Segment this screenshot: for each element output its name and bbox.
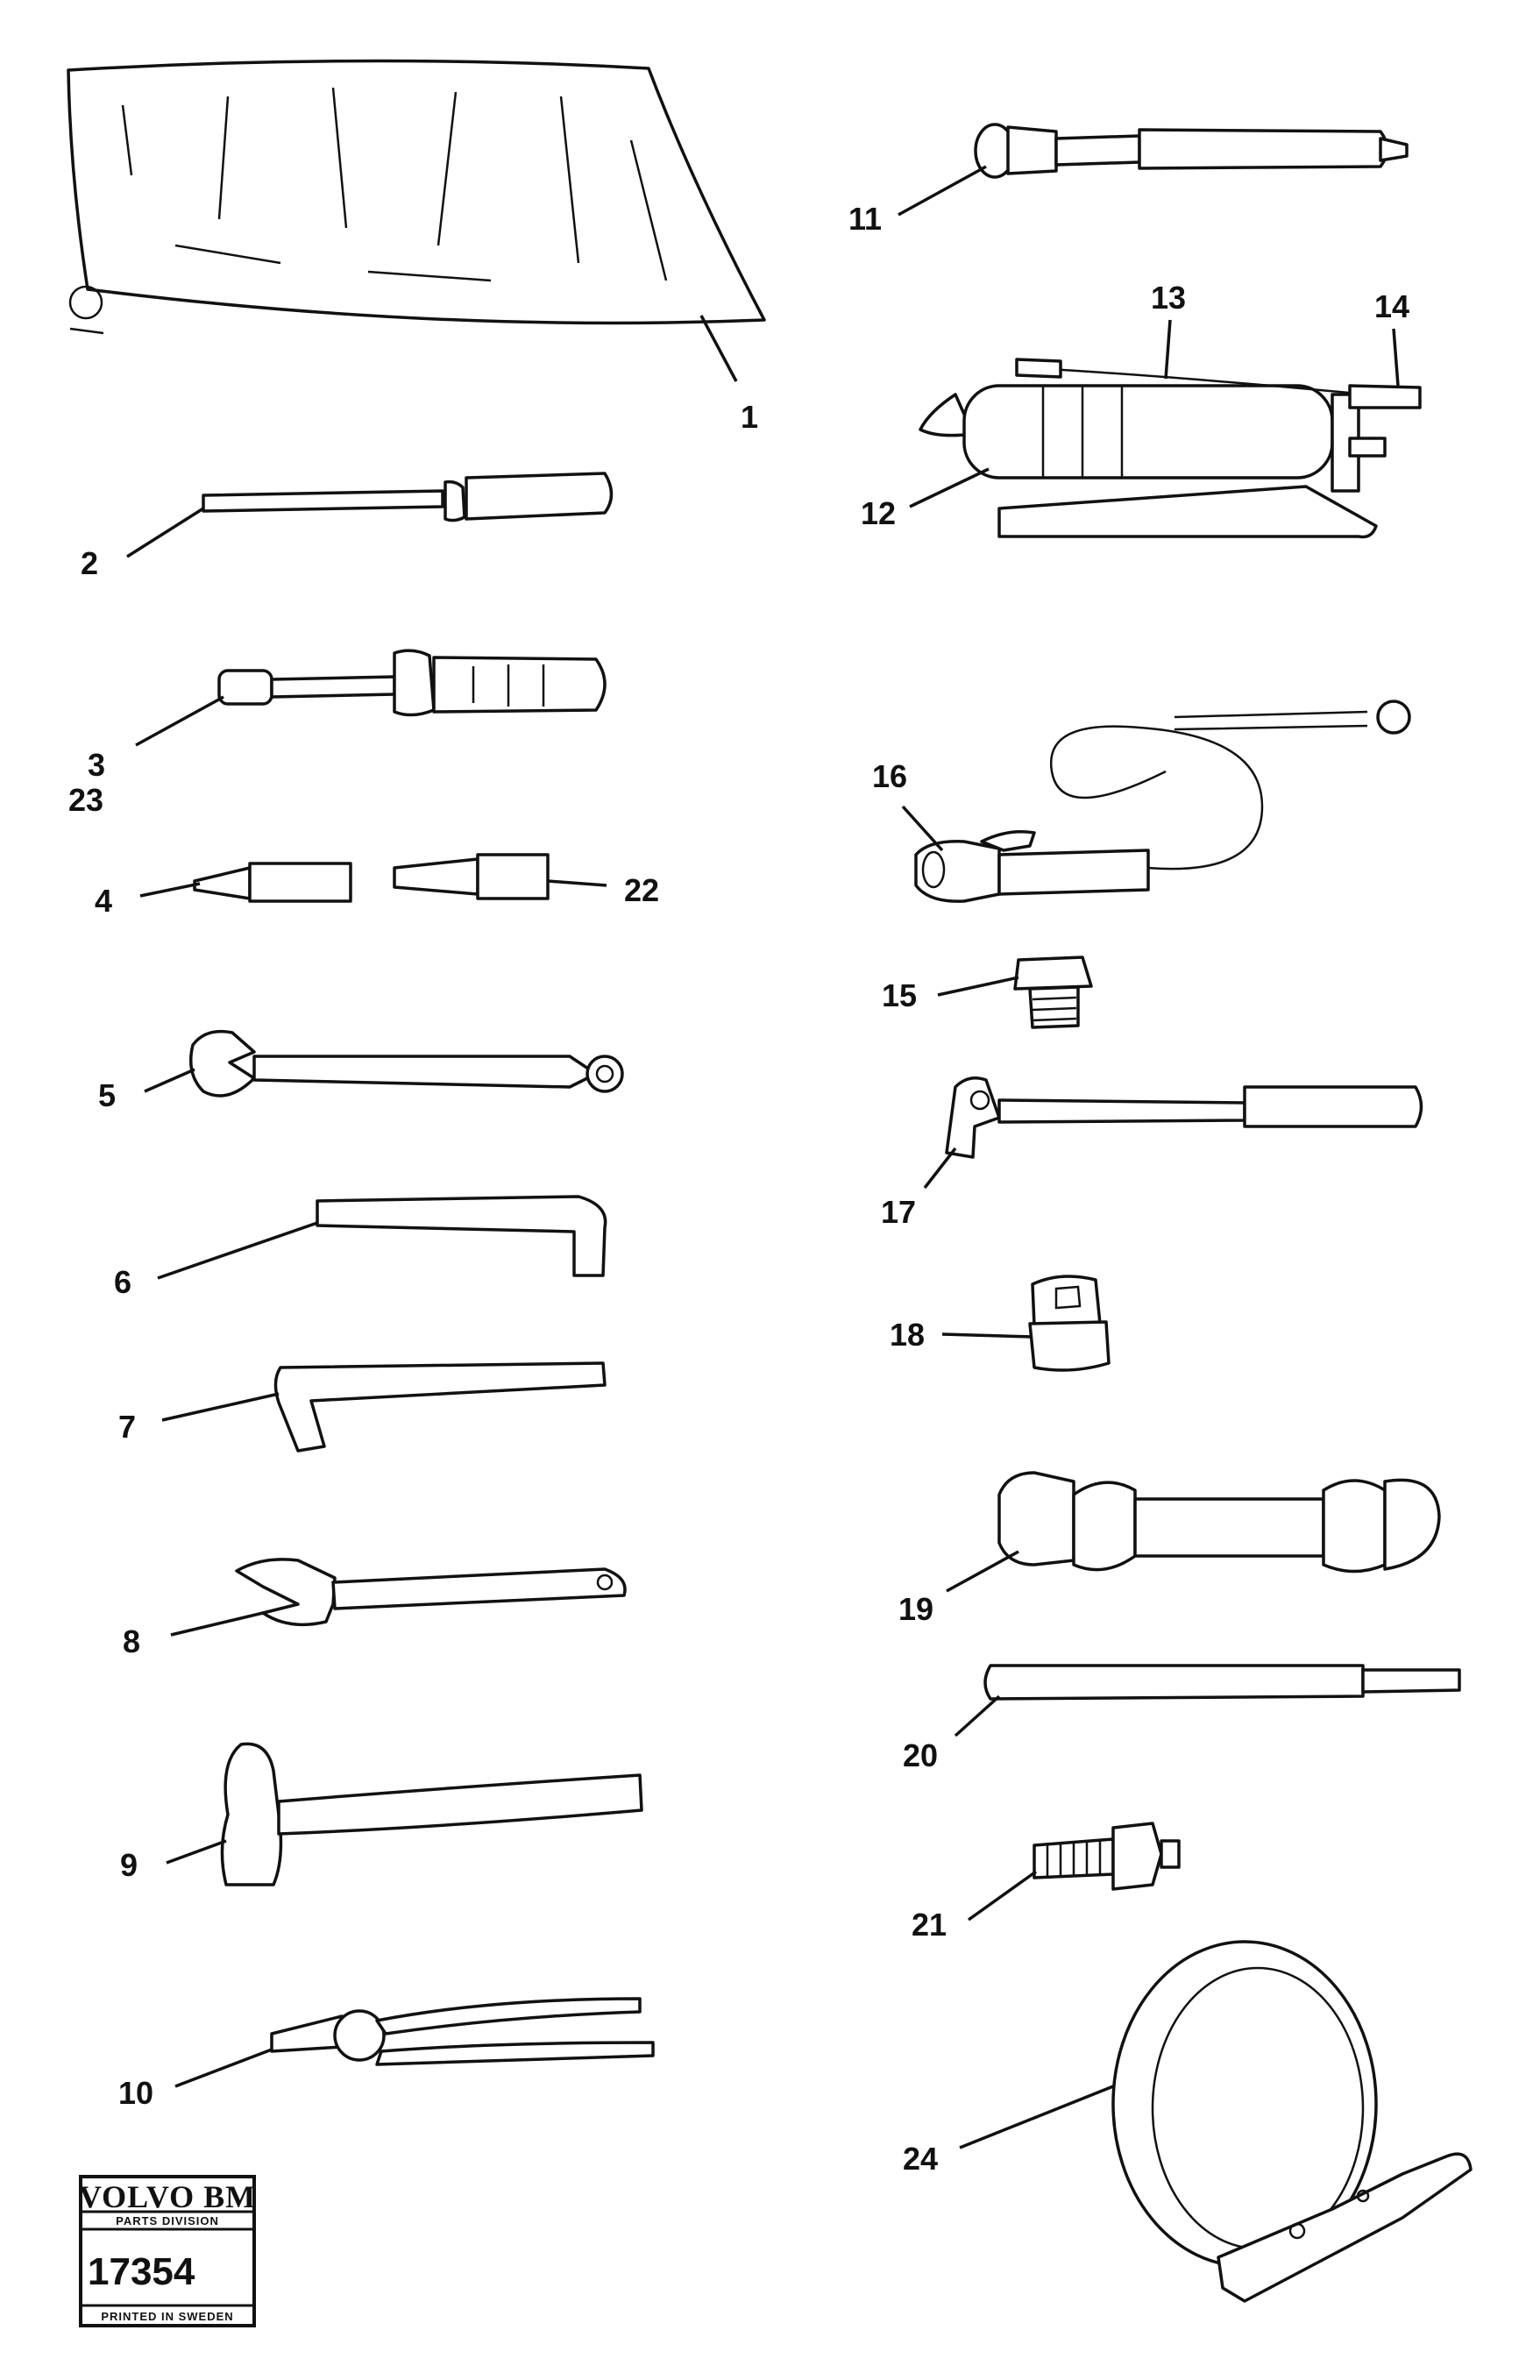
phillips-bit (193, 862, 352, 903)
callout-2: 2 (81, 545, 98, 581)
callout-5: 5 (98, 1077, 116, 1113)
badge-printed: PRINTED IN SWEDEN (101, 2310, 233, 2323)
callout-13: 13 (1151, 280, 1186, 316)
hex-key-large (316, 1195, 607, 1277)
socket (1028, 1275, 1111, 1372)
tommy-bar (983, 1664, 1461, 1701)
flat-bit (393, 853, 550, 900)
hex-key-small (273, 1361, 607, 1453)
callout-16: 16 (872, 758, 907, 794)
badge-brand: VOLVO BM (79, 2179, 256, 2214)
callout-23: 23 (68, 782, 103, 818)
tool-bag (67, 59, 766, 335)
leader-lines (126, 165, 1400, 2149)
callout-18: 18 (890, 1317, 925, 1353)
callout-1: 1 (741, 399, 758, 435)
socket-screwdriver (217, 649, 607, 717)
filter-wrench (1111, 1940, 1473, 2303)
grease-extension (974, 123, 1409, 179)
callout-14: 14 (1374, 288, 1409, 324)
ball-peen-hammer (220, 1742, 643, 1886)
callout-11: 11 (848, 201, 882, 237)
callout-labels: 1 2 3 23 4 22 5 6 7 8 9 10 11 12 13 14 1… (68, 201, 1409, 2177)
combination-wrench (189, 1029, 624, 1098)
callout-3: 3 (88, 747, 105, 783)
callout-12: 12 (861, 495, 896, 531)
badge-number: 17354 (88, 2250, 195, 2293)
grease-hose (914, 700, 1411, 903)
callout-15: 15 (882, 977, 917, 1013)
t-handle (945, 1076, 1423, 1159)
badge-division: PARTS DIVISION (116, 2214, 219, 2227)
callout-17: 17 (881, 1194, 916, 1230)
adjustable-wrench (235, 1558, 627, 1627)
grease-gun (919, 358, 1422, 539)
callout-9: 9 (120, 1847, 138, 1883)
double-socket-tube (997, 1471, 1441, 1574)
bolt (1033, 1822, 1181, 1891)
callout-7: 7 (118, 1409, 136, 1445)
plug (1013, 956, 1093, 1029)
callout-20: 20 (903, 1737, 938, 1773)
nut-spinner-tool (202, 472, 614, 522)
callout-21: 21 (912, 1907, 947, 1943)
callout-24: 24 (903, 2141, 938, 2177)
callout-8: 8 (123, 1623, 140, 1659)
volvo-bm-badge: VOLVO BM PARTS DIVISION 17354 PRINTED IN… (79, 2175, 256, 2327)
pliers (270, 1997, 655, 2066)
callout-10: 10 (118, 2075, 153, 2111)
callout-4: 4 (95, 883, 112, 919)
callout-6: 6 (114, 1264, 131, 1300)
callout-22: 22 (624, 872, 659, 908)
callout-19: 19 (898, 1591, 933, 1627)
